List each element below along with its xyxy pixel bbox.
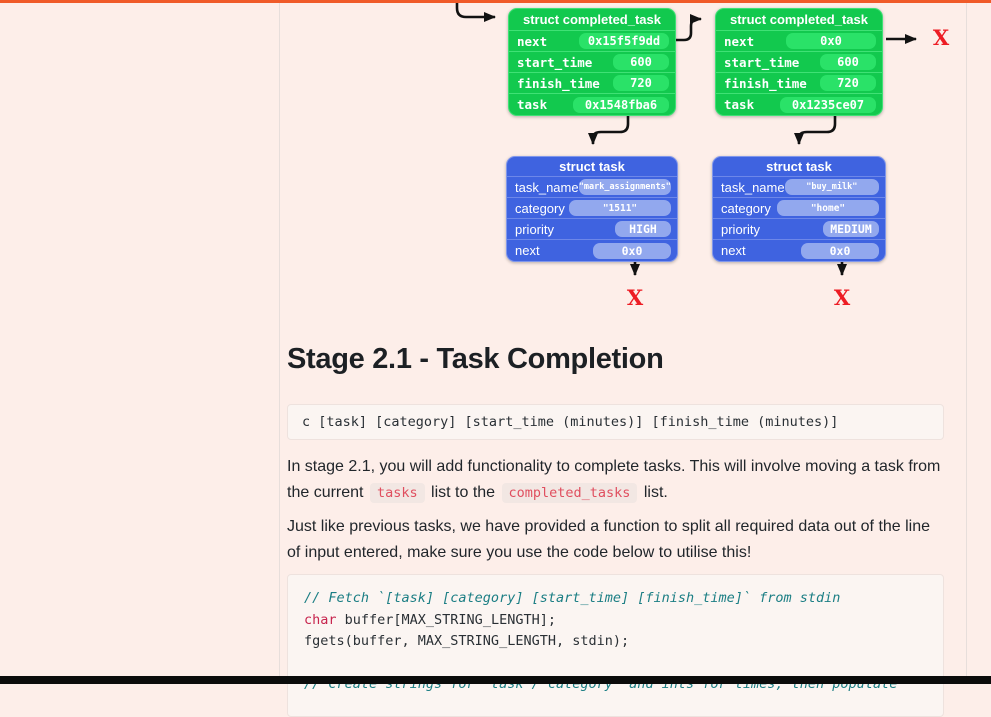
field-row-task-name: task_name "buy_milk" [713, 177, 885, 198]
field-label: priority [515, 221, 555, 237]
paragraph-text: list. [639, 484, 668, 501]
inline-code-completed-tasks: completed_tasks [501, 483, 638, 503]
field-value-pill: 720 [613, 75, 669, 91]
struct-title: struct task [713, 157, 885, 177]
field-value-pill: "home" [777, 200, 879, 216]
field-value-pill: "buy_milk" [784, 179, 879, 195]
field-row-next: next 0x0 [716, 31, 882, 52]
field-value-pill: 600 [613, 54, 669, 70]
field-value-pill: "mark_assignments" [578, 179, 671, 195]
field-label: next [724, 33, 755, 49]
field-row-priority: priority HIGH [507, 219, 677, 240]
field-value-pill: 0x0 [593, 242, 671, 259]
right-column-divider [966, 3, 967, 676]
field-value-pill: 720 [820, 75, 876, 91]
struct-completed-task-2: struct completed_task next 0x0 start_tim… [715, 8, 883, 116]
field-value-pill: 0x0 [801, 242, 879, 259]
field-row-next: next 0x0 [713, 240, 885, 261]
field-label: task [517, 97, 548, 112]
null-x-completed-list-end: X [932, 25, 950, 50]
arrow-into-completed1 [455, 3, 496, 22]
struct-task-2: struct task task_name "buy_milk" categor… [712, 156, 886, 262]
bottom-black-bar [0, 676, 991, 684]
paragraph-text: list to the [426, 484, 500, 501]
paragraph-text: In stage 2.1, you will add functionality… [287, 458, 941, 501]
field-label: start_time [517, 54, 593, 70]
paragraph-stage-intro: In stage 2.1, you will add functionality… [287, 454, 944, 506]
code-line-fgets: fgets(buffer, MAX_STRING_LENGTH, stdin); [304, 633, 630, 649]
field-label: task_name [515, 179, 579, 195]
field-label: next [515, 243, 540, 258]
null-x-task2-next: X [833, 285, 851, 310]
field-row-next: next 0x0 [507, 240, 677, 261]
field-row-next: next 0x15f5f9dd [509, 31, 675, 52]
field-label: finish_time [517, 75, 600, 91]
field-value-pill: 0x1548fba6 [573, 96, 669, 113]
section-heading: Stage 2.1 - Task Completion [287, 343, 664, 375]
code-comment-line: // Fetch `[task] [category] [start_time]… [304, 590, 841, 606]
field-label: category [721, 200, 771, 216]
c-source-code-block: // Fetch `[task] [category] [start_time]… [287, 574, 944, 717]
top-accent-bar [0, 0, 991, 3]
field-label: priority [721, 221, 761, 237]
linked-list-diagram: struct completed_task next 0x15f5f9dd st… [0, 0, 991, 330]
paragraph-helper-function: Just like previous tasks, we have provid… [287, 518, 931, 561]
field-row-task: task 0x1235ce07 [716, 94, 882, 115]
field-label: next [517, 33, 548, 49]
inline-code-tasks: tasks [369, 483, 425, 503]
command-usage-text: c [task] [category] [start_time (minutes… [302, 414, 839, 430]
field-label: task [724, 97, 755, 112]
field-row-start-time: start_time 600 [509, 52, 675, 73]
keyword-char: char [304, 611, 337, 628]
field-label: category [515, 200, 565, 216]
struct-completed-task-1: struct completed_task next 0x15f5f9dd st… [508, 8, 676, 116]
field-row-task-name: task_name "mark_assignments" [507, 177, 677, 198]
field-value-pill: 0x15f5f9dd [579, 33, 669, 49]
arrow-completed2-task [794, 115, 837, 145]
article-content: Stage 2.1 - Task Completion c [task] [ca… [287, 342, 944, 717]
null-x-task1-next: X [626, 285, 644, 310]
code-line-char-buffer: char buffer[MAX_STRING_LENGTH]; [304, 610, 927, 632]
field-value-pill: 600 [820, 54, 876, 70]
field-value-pill: MEDIUM [823, 221, 879, 237]
field-label: start_time [724, 54, 800, 70]
left-column-divider [279, 3, 280, 676]
field-value-pill: 0x0 [786, 33, 876, 49]
code-blank-line [304, 653, 927, 675]
command-usage-code-block: c [task] [category] [start_time (minutes… [287, 404, 944, 440]
field-row-finish-time: finish_time 720 [716, 73, 882, 94]
struct-title: struct completed_task [509, 9, 675, 31]
code-text: buffer[MAX_STRING_LENGTH]; [336, 611, 556, 628]
field-label: next [721, 243, 746, 258]
field-row-category: category "home" [713, 198, 885, 219]
field-row-priority: priority MEDIUM [713, 219, 885, 240]
struct-title: struct completed_task [716, 9, 882, 31]
field-row-finish-time: finish_time 720 [509, 73, 675, 94]
field-value-pill: "1511" [569, 200, 671, 216]
field-row-task: task 0x1548fba6 [509, 94, 675, 115]
field-row-category: category "1511" [507, 198, 677, 219]
arrow-completed1-task [588, 115, 630, 145]
field-label: task_name [721, 179, 785, 195]
struct-title: struct task [507, 157, 677, 177]
field-row-start-time: start_time 600 [716, 52, 882, 73]
field-value-pill: HIGH [615, 221, 671, 237]
field-label: finish_time [724, 75, 807, 91]
field-value-pill: 0x1235ce07 [780, 96, 876, 113]
struct-task-1: struct task task_name "mark_assignments"… [506, 156, 678, 262]
